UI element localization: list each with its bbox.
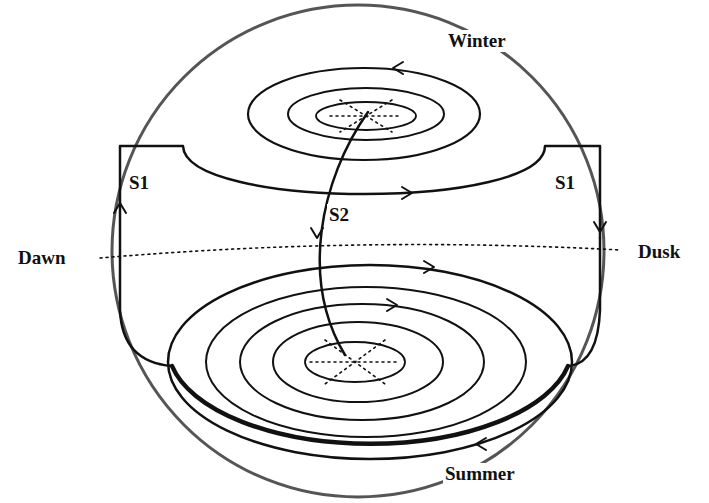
s2-current-path bbox=[320, 112, 368, 355]
summer-current-loop bbox=[206, 287, 526, 437]
summer-current-loop bbox=[273, 322, 443, 402]
summer-current-loop bbox=[172, 366, 568, 444]
summer-current-loop bbox=[240, 304, 484, 420]
region-label: S1 bbox=[553, 172, 577, 194]
summer-current-loop bbox=[168, 265, 572, 459]
winter-current-loop bbox=[248, 68, 480, 160]
summer-polar-cap bbox=[310, 340, 400, 384]
region-label: S2 bbox=[327, 204, 351, 226]
terminator-line bbox=[100, 245, 620, 258]
region-label: Dawn bbox=[16, 247, 68, 269]
region-label: Dusk bbox=[636, 241, 682, 263]
s1-current-path bbox=[120, 146, 600, 258]
s1-current-path bbox=[120, 258, 172, 366]
s1-current-path bbox=[570, 238, 600, 366]
region-label: Winter bbox=[446, 30, 508, 52]
region-label: S1 bbox=[127, 172, 151, 194]
current-arrowheads bbox=[114, 62, 606, 450]
region-label: Summer bbox=[443, 463, 517, 485]
